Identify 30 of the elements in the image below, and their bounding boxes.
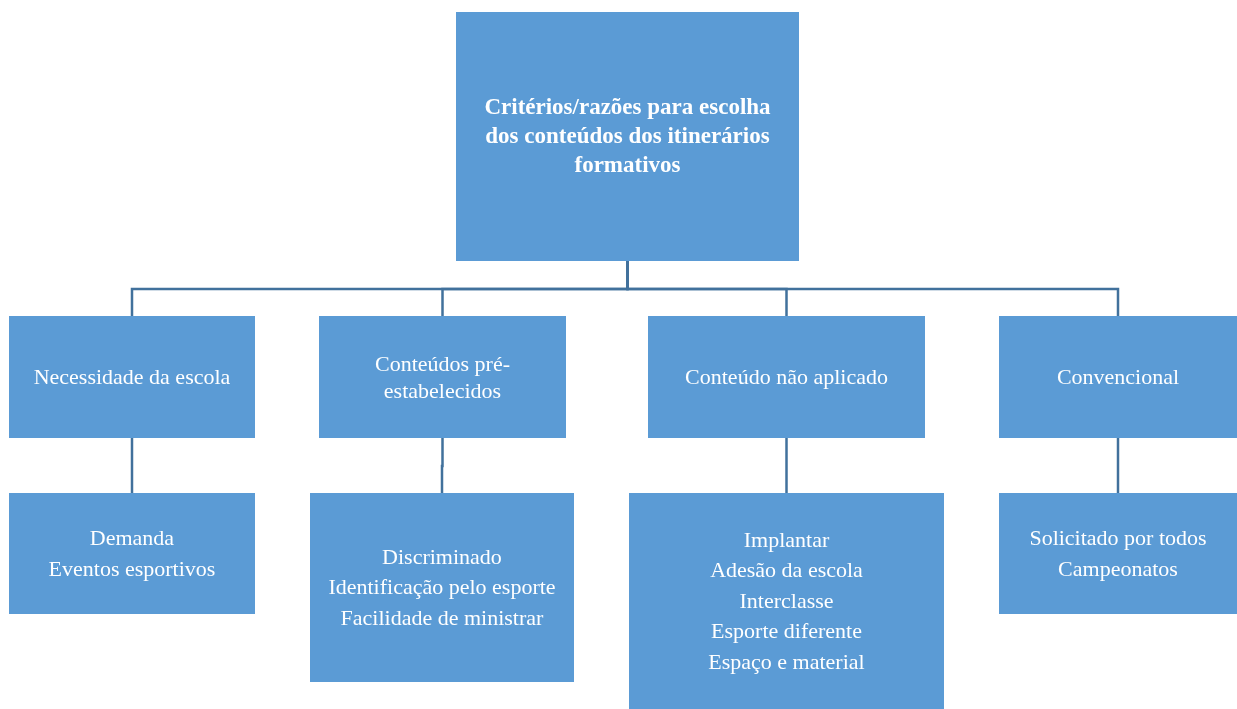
box-label: Campeonatos bbox=[1058, 554, 1178, 583]
box-label: Adesão da escola bbox=[710, 556, 863, 585]
process-box bbox=[999, 316, 1237, 438]
process-box bbox=[648, 316, 925, 438]
connector-line bbox=[440, 438, 444, 493]
box-label: Espaço e material bbox=[708, 647, 865, 676]
process-box bbox=[319, 316, 566, 438]
connector-line bbox=[130, 438, 134, 493]
box-label: Discriminado bbox=[382, 542, 502, 571]
box-label: Critérios/razões para escolha dos conteúdos dos itinerários formativos bbox=[483, 93, 772, 179]
box-label: Convencional bbox=[1056, 363, 1180, 391]
box-label: Esporte diferente bbox=[711, 617, 862, 646]
process-box bbox=[629, 493, 944, 709]
box-label: Implantar bbox=[743, 525, 830, 554]
process-box bbox=[310, 493, 574, 682]
box-label: Eventos esportivos bbox=[48, 554, 216, 583]
process-box bbox=[999, 493, 1237, 614]
box-label: Identificação pelo esporte bbox=[328, 573, 556, 602]
box-label: Solicitado por todos bbox=[1029, 523, 1207, 552]
box-label: Demanda bbox=[89, 523, 175, 552]
connector-line bbox=[1116, 438, 1120, 493]
process-box bbox=[9, 316, 255, 438]
process-box bbox=[9, 493, 255, 614]
box-label: Conteúdos pré-estabelecidos bbox=[374, 349, 511, 405]
box-label: Necessidade da escola bbox=[33, 363, 231, 391]
box-label: Facilidade de ministrar bbox=[340, 603, 544, 632]
box-label: Conteúdo não aplicado bbox=[685, 363, 888, 391]
connector-line bbox=[785, 438, 788, 493]
box-label: Interclasse bbox=[739, 586, 834, 615]
process-box bbox=[456, 12, 799, 261]
